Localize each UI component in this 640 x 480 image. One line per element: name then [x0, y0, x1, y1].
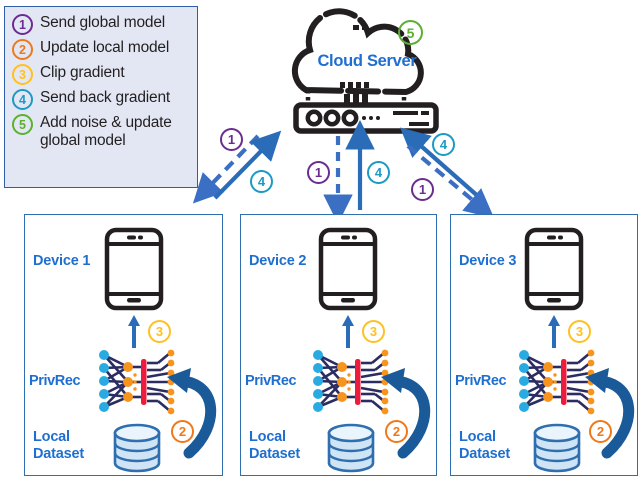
legend-label-4: Send back gradient — [40, 89, 170, 106]
arrow-back-right — [400, 127, 482, 200]
step-badge-5-cloud-icon: 5 — [398, 20, 423, 45]
neural-network-icon — [95, 349, 179, 415]
database-icon — [531, 423, 583, 473]
step-badge-2-device-icon: 2 — [171, 420, 194, 443]
cloud-server-title: Cloud Server — [317, 52, 417, 70]
flow-arrows — [192, 120, 495, 224]
cloud-server-node: Cloud Server 5 — [276, 6, 456, 136]
legend-item-1: 1 Send global model — [12, 14, 193, 35]
step-badge-2-device-icon: 2 — [589, 420, 612, 443]
arrow-back-left — [213, 130, 282, 200]
legend-label-5: Add noise & update global model — [40, 114, 172, 149]
legend-item-4: 4 Send back gradient — [12, 89, 193, 110]
arrow-update-local-model — [583, 367, 639, 465]
phone-icon — [523, 227, 585, 311]
arrow-update-local-model — [165, 367, 221, 465]
step-badge-5-icon: 5 — [12, 114, 33, 135]
cloud-server-icon — [291, 8, 439, 134]
step-badge-3-device-icon: 3 — [568, 320, 591, 343]
arrow-clip-gradient — [546, 315, 562, 349]
database-icon — [111, 423, 163, 473]
neural-network-icon — [515, 349, 599, 415]
step-badge-1-icon: 1 — [12, 14, 33, 35]
arrow-send-left — [192, 134, 260, 204]
legend-item-3: 3 Clip gradient — [12, 64, 193, 85]
step-badge-2-icon: 2 — [12, 39, 33, 60]
neural-network-icon — [309, 349, 393, 415]
legend-label-1: Send global model — [40, 14, 165, 31]
arrow-send-right — [406, 144, 495, 219]
legend-item-5: 5 Add noise & update global model — [12, 114, 193, 149]
flow-badge-back-center-icon: 4 — [367, 161, 390, 184]
legend-box: 1 Send global model 2 Update local model… — [4, 6, 198, 188]
flow-badge-back-left-icon: 4 — [250, 170, 273, 193]
arrow-clip-gradient — [340, 315, 356, 349]
database-icon — [325, 423, 377, 473]
flow-badge-send-left-icon: 1 — [220, 128, 243, 151]
legend-label-3: Clip gradient — [40, 64, 125, 81]
legend-label-2: Update local model — [40, 39, 170, 56]
arrow-update-local-model — [379, 367, 435, 465]
model-name-label: PrivRec — [29, 373, 81, 389]
phone-icon — [103, 227, 165, 311]
step-badge-2-device-icon: 2 — [385, 420, 408, 443]
model-name-label: PrivRec — [455, 373, 507, 389]
step-badge-3-device-icon: 3 — [148, 320, 171, 343]
flow-badge-send-center-icon: 1 — [307, 161, 330, 184]
arrow-clip-gradient — [126, 315, 142, 349]
device-name-label: Device 2 — [249, 253, 307, 269]
step-badge-4-icon: 4 — [12, 89, 33, 110]
flow-badge-send-right-icon: 1 — [411, 178, 434, 201]
phone-icon — [317, 227, 379, 311]
device-name-label: Device 3 — [459, 253, 517, 269]
model-name-label: PrivRec — [245, 373, 297, 389]
flow-badge-back-right-icon: 4 — [432, 133, 455, 156]
device-name-label: Device 1 — [33, 253, 91, 269]
step-badge-3-icon: 3 — [12, 64, 33, 85]
legend-item-2: 2 Update local model — [12, 39, 193, 60]
step-badge-3-device-icon: 3 — [362, 320, 385, 343]
